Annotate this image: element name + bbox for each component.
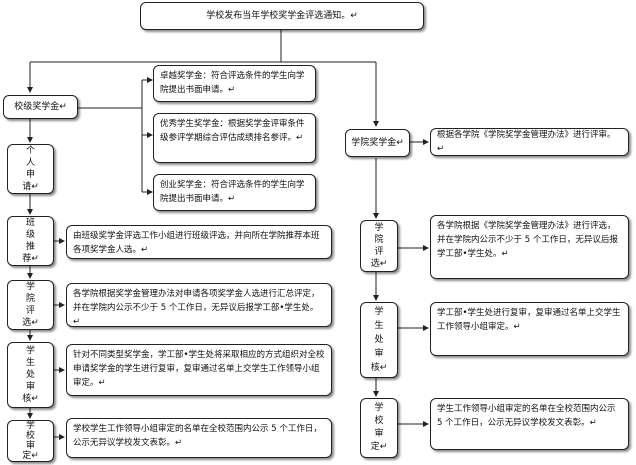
right-desc-school: 学生工作领导小组审定的名单在全校范围内公示 5 个工作日，公示无异议学校发文表彰… <box>430 398 629 450</box>
desc-text: 学生工作领导小组审定的名单在全校范围内公示 5 个工作日，公示无异议学校发文表彰… <box>437 404 616 428</box>
step-char: 申 <box>25 170 35 180</box>
desc-text: 各学院根据《学院奖学金管理办法》进行评选，并在学院内公示不少于 5 个工作日，无… <box>437 221 618 259</box>
notice-box: 学校发布当年学校奖学金评选通知。↵ <box>140 2 424 30</box>
step-char: 院 <box>374 235 384 245</box>
step-char: 定↵ <box>22 451 39 461</box>
step-char: 学 <box>25 282 35 292</box>
step-char: 选↵ <box>370 259 388 269</box>
award-text: 创业奖学金：符合评选条件的学生向学院提出书面申请。↵ <box>160 180 305 204</box>
step-char: 校 <box>374 416 384 426</box>
right-step-college: 学 院 评 选↵ <box>360 220 398 272</box>
step-char: 核↵ <box>370 363 388 373</box>
step-char: 处 <box>25 370 35 380</box>
step-char: 学 <box>25 346 35 356</box>
desc-text: 学校学生工作领导小组审定的名单在全校范围内公示 5 个工作日，公示无异议学校发文… <box>73 424 322 448</box>
step-char: 学 <box>374 307 384 317</box>
school-level-title-box: 校级奖学金↵ <box>3 95 78 119</box>
step-char: 级 <box>25 230 35 240</box>
step-char: 审 <box>25 441 35 451</box>
left-desc-class: 由班级奖学金评选工作小组进行班级评选，并向所在学院推荐本班各项奖学金人选。↵ <box>66 225 332 259</box>
step-char: 荐↵ <box>22 254 39 264</box>
left-step-class: 班 级 推 荐↵ <box>7 216 54 266</box>
step-char: 学 <box>25 421 35 431</box>
college-level-title: 学院奖学金↵ <box>351 138 404 148</box>
step-char: 个 <box>25 146 35 156</box>
left-step-office: 学 生 处 审 核↵ <box>7 342 54 408</box>
step-char: 定↵ <box>370 442 388 452</box>
left-desc-school: 学校学生工作领导小组审定的名单在全校范围内公示 5 个工作日，公示无异议学校发文… <box>66 418 332 458</box>
left-desc-college: 各学院根据奖学金管理办法对申请各项奖学金人选进行汇总评定，并在学院内公示不少于 … <box>66 283 332 327</box>
desc-text: 根据各学院《学院奖学金管理办法》进行评审。↵ <box>437 130 616 154</box>
step-char: 班 <box>25 218 35 228</box>
step-char: 校 <box>25 431 35 441</box>
left-step-school: 学 校 审 定↵ <box>7 420 54 462</box>
award-box-2: 优秀学生奖学金：根据奖学金评审条件级参评学期综合评估成绩排名参评。↵ <box>153 113 316 163</box>
step-char: 审 <box>25 382 35 392</box>
step-char: 学 <box>374 223 384 233</box>
step-char: 人 <box>25 158 35 168</box>
desc-text: 各学院根据奖学金管理办法对申请各项奖学金人选进行汇总评定，并在学院内公示不少于 … <box>73 289 320 327</box>
step-char: 审 <box>374 349 384 359</box>
right-desc-review: 根据各学院《学院奖学金管理办法》进行评审。↵ <box>430 128 629 156</box>
step-char: 处 <box>374 335 384 345</box>
step-char: 评 <box>25 306 35 316</box>
desc-text: 学工部•学生处进行复审，复审通过名单上交学生工作领导小组审定。↵ <box>437 308 621 332</box>
right-step-office: 学 生 处 审 核↵ <box>360 302 398 378</box>
step-char: 生 <box>25 358 35 368</box>
right-desc-college: 各学院根据《学院奖学金管理办法》进行评选，并在学院内公示不少于 5 个工作日，无… <box>430 215 629 279</box>
right-desc-office: 学工部•学生处进行复审，复审通过名单上交学生工作领导小组审定。↵ <box>430 302 629 356</box>
step-char: 院 <box>25 294 35 304</box>
step-char: 评 <box>374 247 384 257</box>
notice-text: 学校发布当年学校奖学金评选通知。↵ <box>206 11 358 21</box>
step-char: 学 <box>374 403 384 413</box>
step-char: 选↵ <box>22 318 39 328</box>
step-char: 核↵ <box>22 394 39 404</box>
left-step-college: 学 院 评 选↵ <box>7 280 54 330</box>
left-desc-office: 针对不同类型奖学金，学工部•学生处将采取相应的方式组织对全校申请奖学金的学生进行… <box>66 344 332 396</box>
award-text: 卓越奖学金：符合评选条件的学生向学院提出书面申请。↵ <box>160 71 305 95</box>
college-level-title-box: 学院奖学金↵ <box>345 129 410 157</box>
desc-text: 由班级奖学金评选工作小组进行班级评选，并向所在学院推荐本班各项奖学金人选。↵ <box>73 231 320 255</box>
step-char: 请↵ <box>22 182 39 192</box>
left-step-apply: 个 人 申 请↵ <box>7 144 54 194</box>
step-char: 审 <box>374 429 384 439</box>
step-char: 生 <box>374 321 384 331</box>
step-char: 推 <box>25 242 35 252</box>
desc-text: 针对不同类型奖学金，学工部•学生处将采取相应的方式组织对全校申请奖学金的学生进行… <box>73 350 325 388</box>
award-text: 优秀学生奖学金：根据奖学金评审条件级参评学期综合评估成绩排名参评。↵ <box>160 119 305 143</box>
award-box-3: 创业奖学金：符合评选条件的学生向学院提出书面申请。↵ <box>153 174 316 211</box>
right-step-school: 学 校 审 定↵ <box>360 398 398 458</box>
school-level-title: 校级奖学金↵ <box>14 102 67 112</box>
award-box-1: 卓越奖学金：符合评选条件的学生向学院提出书面申请。↵ <box>153 65 316 102</box>
